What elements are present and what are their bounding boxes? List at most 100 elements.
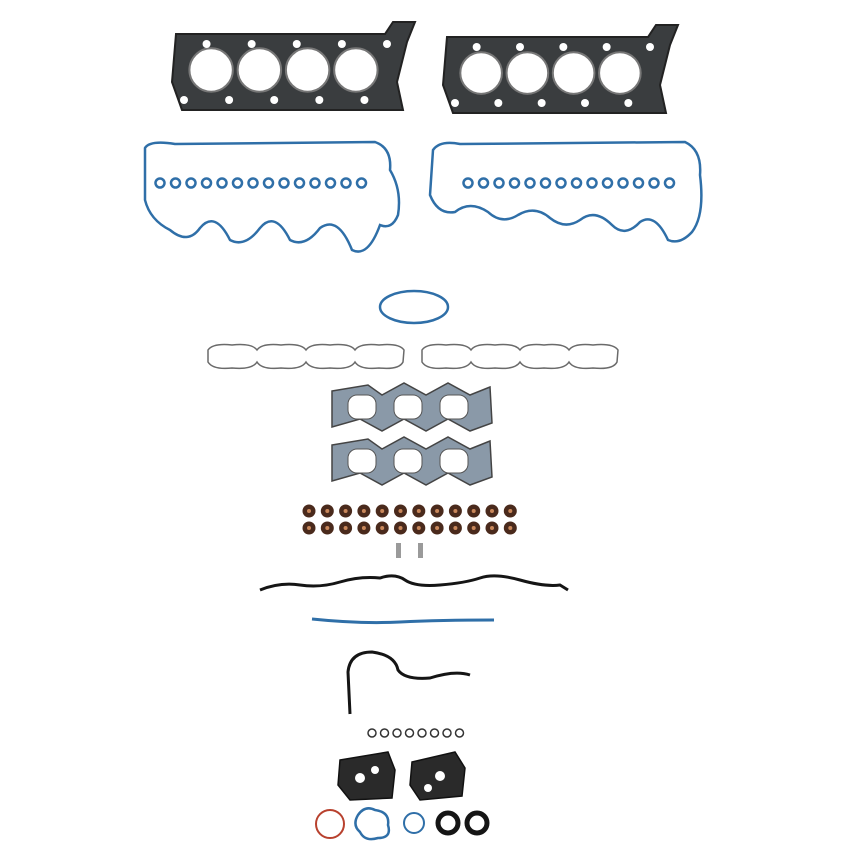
small-o-ring	[417, 728, 427, 738]
intake-gaskets	[207, 343, 619, 370]
exhaust-port	[439, 394, 469, 420]
spark-plug-tube-seal	[601, 177, 614, 189]
blue-o-ring	[403, 812, 425, 834]
bolt-hole	[624, 99, 633, 107]
seal-center	[508, 526, 513, 530]
intake-gasket	[421, 343, 619, 370]
small-o-rings	[367, 728, 465, 738]
valve-cover-gasket	[143, 140, 401, 253]
seal-center	[453, 526, 458, 530]
spark-plug-tube-seal	[648, 177, 660, 189]
cylinder-bore	[551, 51, 596, 95]
seal-center	[380, 526, 385, 530]
bolt-hole	[337, 40, 346, 48]
spark-plug-tube-seal	[200, 177, 213, 189]
bolt-hole	[270, 96, 279, 104]
seal-center	[307, 526, 311, 530]
seal-center	[343, 509, 348, 513]
bolt-hole	[581, 99, 589, 107]
spark-plug-tube-seal	[216, 177, 228, 189]
small-o-ring	[379, 728, 390, 738]
cylinder-bore	[505, 51, 550, 95]
spark-plug-tube-seal	[632, 177, 645, 189]
spark-plug-tube-seal	[169, 177, 182, 189]
valve-cover-gaskets	[143, 140, 703, 253]
exhaust-manifold-gaskets	[331, 382, 493, 486]
bolt-hole	[494, 99, 503, 107]
spark-plug-tube-seal	[340, 177, 352, 189]
seal-center	[361, 509, 366, 513]
seal-center	[325, 526, 330, 530]
seal-center	[453, 509, 458, 513]
cylinder-bore	[598, 51, 642, 95]
cylinder-bore	[188, 47, 234, 93]
oval-seal	[378, 289, 450, 325]
bolt-hole	[292, 40, 301, 48]
spark-plug-tube-seal	[247, 177, 259, 189]
spark-plug-tube-seal	[617, 177, 629, 189]
spark-plug-tube-seal	[324, 177, 337, 189]
seal-center	[471, 526, 476, 530]
spark-plug-tube-seal	[309, 177, 321, 189]
exhaust-port	[393, 448, 423, 474]
small-o-ring	[429, 728, 440, 738]
bolt-hole	[360, 96, 369, 104]
seal-center	[325, 509, 330, 513]
blue-strip-seal	[311, 617, 495, 625]
seal-center	[380, 509, 385, 513]
spark-plug-tube-seal	[355, 177, 368, 189]
timing-cover-gasket	[346, 650, 471, 715]
spark-plug-tube-seal	[477, 177, 490, 189]
bolt-hole	[472, 43, 481, 51]
spark-plug-tube-seal	[154, 177, 166, 189]
bolt-hole	[315, 96, 324, 104]
seal-center	[343, 526, 348, 530]
small-o-ring	[454, 728, 465, 738]
seal-center	[416, 509, 421, 513]
bolt-hole	[537, 99, 546, 107]
seal-center	[416, 526, 421, 530]
seal-center	[398, 509, 403, 513]
seal-center	[490, 509, 494, 513]
seal-center	[490, 526, 494, 530]
bolt-hole	[451, 99, 459, 107]
cylinder-bore	[333, 47, 379, 93]
spark-plug-tube-seal	[185, 177, 197, 189]
small-o-ring	[392, 728, 402, 738]
spark-plug-tube-seal	[493, 177, 505, 189]
spark-plug-tube-seal	[663, 177, 676, 189]
red-o-ring	[315, 809, 345, 839]
valve-cover-gasket	[428, 140, 703, 243]
spark-plug-tube-seal	[586, 177, 598, 189]
dowel-pins	[396, 543, 423, 558]
black-seal-ring	[464, 810, 490, 836]
spark-plug-tube-seal	[555, 177, 567, 189]
cylinder-head-gaskets	[170, 21, 680, 114]
spark-plug-tube-seal	[508, 177, 521, 189]
exhaust-port	[393, 394, 423, 420]
bolt-hole	[383, 40, 391, 48]
spark-plug-tube-seal	[262, 177, 275, 189]
valve-stem-seals	[302, 504, 517, 535]
spark-plug-tube-seal	[570, 177, 583, 189]
seal-center	[508, 509, 513, 513]
bolt-hole	[516, 43, 524, 51]
seal-center	[435, 526, 440, 530]
black-seal-ring	[435, 810, 461, 836]
spark-plug-tube-seal	[278, 177, 290, 189]
spark-plug-tube-seal	[231, 177, 244, 189]
blue-shaped-seal	[354, 807, 391, 841]
cylinder-bore	[459, 51, 503, 95]
small-o-ring	[404, 728, 415, 738]
spark-plug-tube-seal	[539, 177, 552, 189]
spark-plug-tube-seal	[462, 177, 474, 189]
seal-center	[307, 509, 311, 513]
bolt-hole	[247, 40, 256, 48]
seal-center	[435, 509, 440, 513]
exhaust-port	[439, 448, 469, 474]
cylinder-bore	[236, 47, 283, 93]
seal-center	[398, 526, 403, 530]
exhaust-port	[347, 394, 377, 420]
bolt-hole	[602, 43, 611, 51]
spark-plug-tube-seal	[293, 177, 306, 189]
